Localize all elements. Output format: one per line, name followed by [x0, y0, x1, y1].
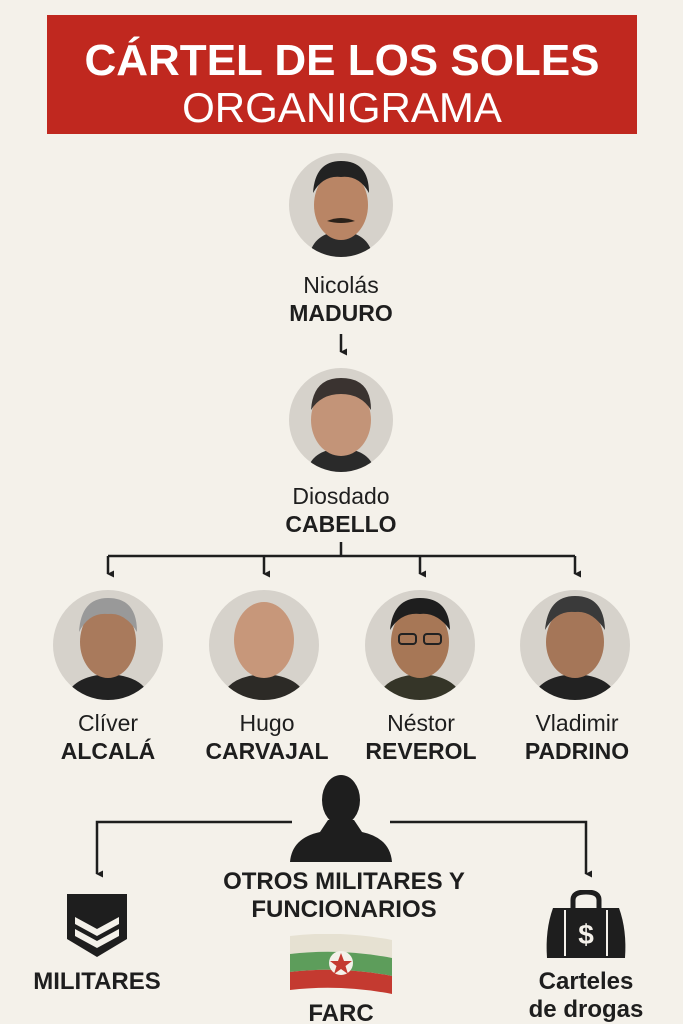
first-name: Hugo	[239, 710, 295, 736]
last-name: PADRINO	[524, 738, 630, 764]
portrait-carvajal	[209, 590, 319, 700]
first-name: Vladimir	[535, 710, 619, 736]
first-name: Diosdado	[292, 483, 390, 509]
title: CÁRTEL DE LOS SOLES	[84, 36, 600, 85]
farc-flag-icon	[290, 934, 392, 994]
last-name: MADURO	[289, 300, 393, 326]
first-name: Néstor	[387, 710, 455, 736]
last-name: CARVAJAL	[205, 738, 329, 764]
money-bag-icon: $	[546, 890, 626, 958]
carteles-line2: de drogas	[528, 996, 644, 1023]
subtitle: ORGANIGRAMA	[182, 84, 502, 131]
name-maduro: Nicolás MADURO	[241, 271, 441, 327]
others-line2: FUNCIONARIOS	[251, 896, 437, 923]
carteles-line1: Carteles	[538, 968, 634, 995]
name-padrino: Vladimir PADRINO	[477, 709, 677, 765]
svg-text:$: $	[578, 919, 594, 950]
first-name: Clíver	[77, 710, 139, 736]
portrait-padrino	[520, 590, 630, 700]
last-name: CABELLO	[285, 511, 397, 537]
portrait-cabello	[289, 368, 393, 472]
portrait-reverol	[365, 590, 475, 700]
others-label: OTROS MILITARES Y FUNCIONARIOS	[223, 868, 465, 924]
name-alcala: Clíver ALCALÁ	[8, 709, 208, 765]
last-name: ALCALÁ	[60, 738, 156, 764]
portrait-alcala	[53, 590, 163, 700]
name-reverol: Néstor REVEROL	[321, 709, 521, 765]
portrait-maduro	[289, 153, 393, 257]
others-line1: OTROS MILITARES Y	[223, 868, 465, 895]
name-cabello: Diosdado CABELLO	[241, 482, 441, 538]
person-silhouette-icon	[290, 775, 392, 862]
carteles-label: Carteles de drogas	[529, 968, 644, 1024]
militares-label: MILITARES	[33, 968, 161, 995]
military-chevron-icon	[67, 894, 127, 957]
title-banner: CÁRTEL DE LOS SOLES ORGANIGRAMA	[47, 15, 637, 134]
name-carvajal: Hugo CARVAJAL	[167, 709, 367, 765]
farc-label: FARC	[308, 1000, 374, 1024]
last-name: REVEROL	[365, 738, 477, 764]
first-name: Nicolás	[303, 272, 379, 298]
